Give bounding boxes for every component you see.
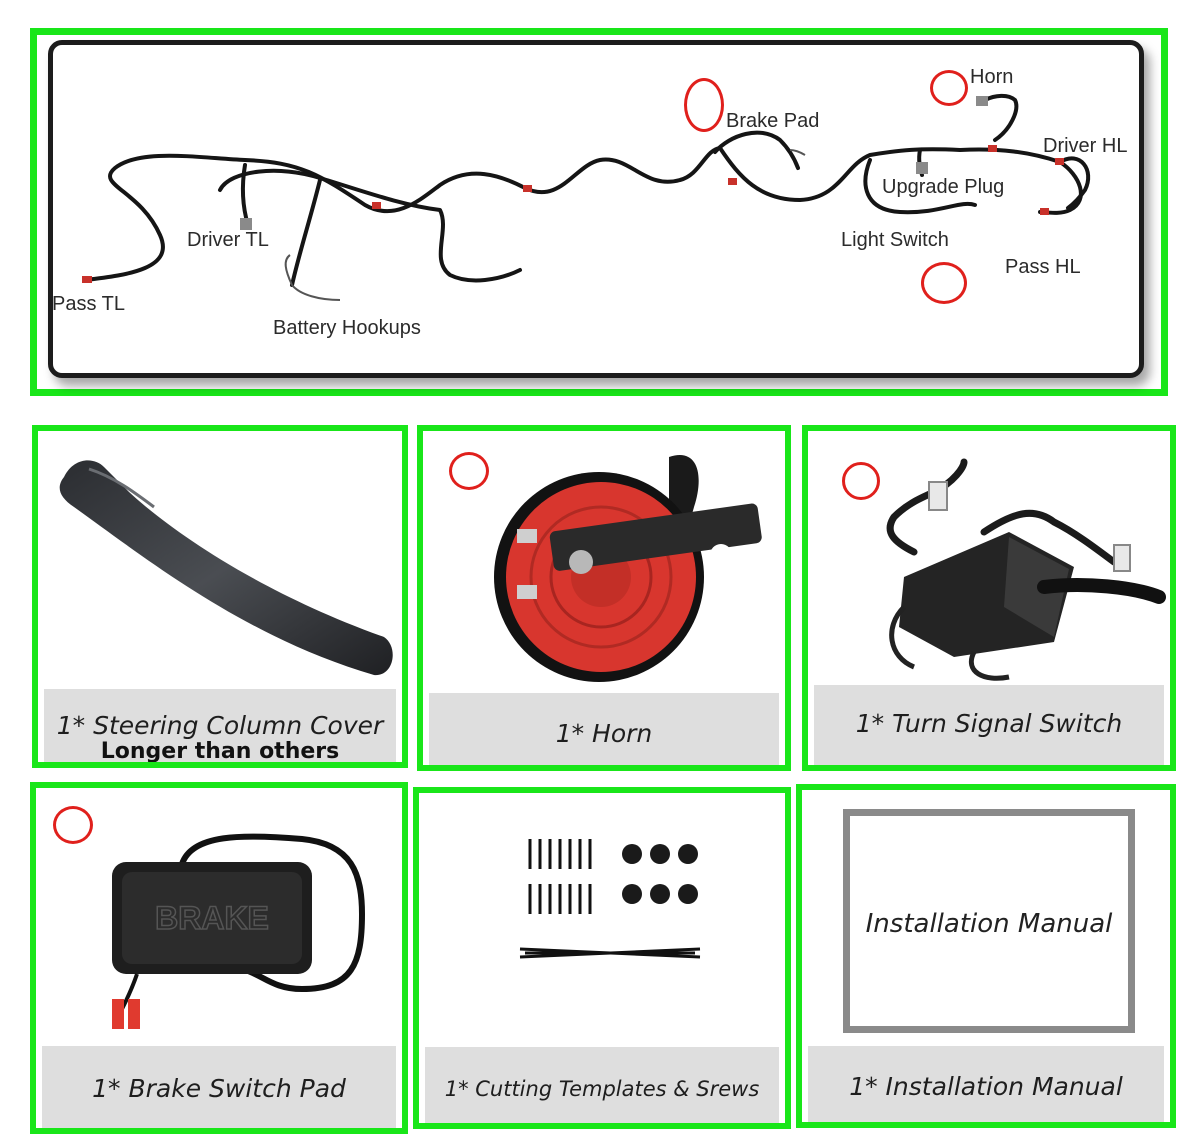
caption-installation-manual: 1* Installation Manual — [849, 1072, 1123, 1101]
caption-band: 1* Brake Switch Pad — [42, 1046, 396, 1128]
caption-band: 1* Cutting Templates & Srews — [425, 1047, 779, 1123]
panel-steering-column-cover: 1* Steering Column Cover Longer than oth… — [32, 425, 408, 768]
horn-branch — [983, 93, 1019, 142]
brake-pad-branch — [713, 130, 800, 170]
red-circle-marker — [930, 70, 968, 106]
wiring-harness-drawing — [82, 93, 1091, 301]
screws-and-ties-image — [519, 839, 701, 959]
label-pass-tl: Pass TL — [52, 293, 125, 315]
subcaption-longer-than-others: Longer than others — [100, 739, 340, 764]
label-battery-hookups: Battery Hookups — [273, 317, 421, 339]
red-circle-marker — [921, 262, 967, 304]
connector — [728, 178, 737, 185]
panel-brake-switch-pad: BRAKE 1* Brake Switch Pad — [30, 782, 408, 1134]
connector — [372, 202, 381, 209]
label-horn: Horn — [970, 66, 1014, 88]
harness-main-wire — [83, 146, 1083, 282]
caption-band: 1* Horn — [429, 693, 779, 765]
steering-column-cover-image — [59, 460, 393, 676]
connector — [988, 145, 997, 152]
caption-brake-switch-pad: 1* Brake Switch Pad — [92, 1074, 346, 1103]
harness-secondary-wire — [218, 168, 522, 283]
turn-signal-switch-image — [886, 458, 1166, 681]
caption-horn: 1* Horn — [555, 719, 653, 748]
connector — [82, 276, 92, 283]
light-switch-branch — [863, 158, 977, 215]
panel-cutting-templates-screws: 1* Cutting Templates & Srews — [413, 787, 791, 1129]
driver-hl-branch — [1058, 156, 1091, 210]
installation-manual-image: Installation Manual — [843, 809, 1135, 1033]
horn-image — [494, 455, 762, 682]
caption-band: 1* Turn Signal Switch — [814, 685, 1164, 765]
battery-lead — [284, 254, 293, 286]
red-circle-marker — [842, 462, 880, 500]
brake-switch-pad-image: BRAKE — [112, 833, 366, 1029]
label-upgrade-plug: Upgrade Plug — [882, 176, 1005, 198]
caption-band: 1* Installation Manual — [808, 1046, 1164, 1122]
label-light-switch: Light Switch — [841, 229, 949, 251]
caption-cutting-templates-screws: 1* Cutting Templates & Srews — [444, 1077, 760, 1101]
cable-ties — [519, 947, 701, 959]
harness-frame — [30, 28, 1168, 396]
label-driver-hl: Driver HL — [1043, 135, 1128, 157]
connector — [1055, 158, 1064, 165]
red-circle-marker — [684, 78, 724, 132]
panel-horn: 1* Horn — [417, 425, 791, 771]
battery-hookup-branch — [290, 178, 322, 287]
label-driver-tl: Driver TL — [187, 229, 269, 251]
connector — [916, 162, 928, 174]
connector — [976, 96, 988, 106]
label-brake-pad: Brake Pad — [726, 110, 820, 132]
brake-lead — [789, 149, 806, 156]
caption-turn-signal-switch: 1* Turn Signal Switch — [855, 709, 1123, 738]
red-circle-marker — [53, 806, 93, 844]
connector — [523, 185, 532, 192]
caption-steering-column-cover: 1* Steering Column Cover — [56, 711, 384, 740]
connector — [1040, 208, 1049, 215]
panel-installation-manual: Installation Manual 1* Installation Manu… — [796, 784, 1176, 1128]
brake-pad-embossed-text: BRAKE — [155, 900, 269, 936]
battery-lead — [291, 284, 341, 301]
red-circle-marker — [449, 452, 489, 490]
push-rivets — [622, 844, 698, 904]
caption-band: 1* Steering Column Cover Longer than oth… — [44, 689, 396, 764]
panel-turn-signal-switch: 1* Turn Signal Switch — [802, 425, 1176, 771]
connector — [240, 218, 252, 230]
installation-manual-box-text: Installation Manual — [865, 909, 1113, 939]
label-pass-hl: Pass HL — [1005, 256, 1081, 278]
self-tapping-screws — [528, 839, 592, 914]
